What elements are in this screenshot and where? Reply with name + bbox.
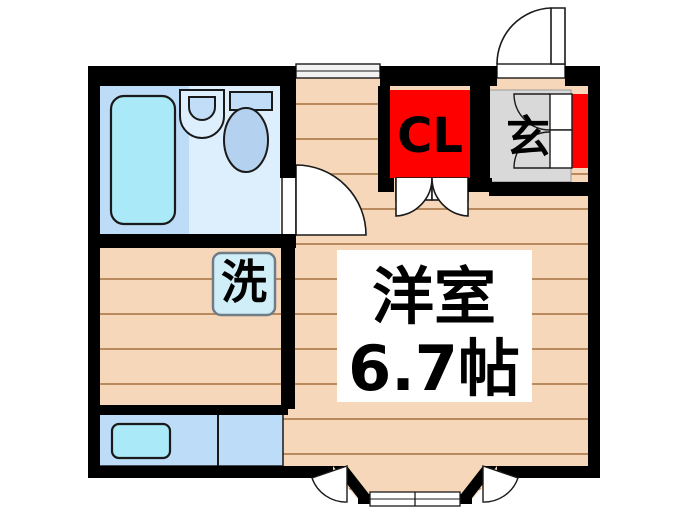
wall-bathroom-right-upper <box>280 66 296 178</box>
wall-left-outer <box>88 66 100 478</box>
wall-closet-bottom-right <box>468 178 492 192</box>
corridor-window-group <box>295 63 381 79</box>
closet-area <box>388 90 472 217</box>
main-room-label: 洋室 <box>372 260 496 333</box>
wall-closet-right <box>470 86 490 182</box>
genkan-label: 玄 <box>506 112 550 163</box>
wall-kitchen-top <box>88 405 288 415</box>
entrance-door-group <box>496 7 566 79</box>
wall-genkan-bottom <box>489 182 588 196</box>
bathroom-door-panel <box>281 176 297 236</box>
closet-label: CL <box>397 108 463 164</box>
wall-top-left <box>88 66 296 86</box>
bathroom-door-swing <box>295 164 367 236</box>
wall-closet-left <box>378 86 390 182</box>
wall-bottom-left <box>88 466 333 478</box>
main-room-label-box <box>337 250 532 402</box>
balcony-door-right-swing <box>482 465 519 503</box>
shoe-cabinet-door-upper-swing <box>513 93 551 131</box>
washer-space-box <box>211 251 277 317</box>
entrance-door-swing-arc <box>496 7 552 65</box>
main-room-label-group: 洋室 6.7帖 <box>337 250 532 405</box>
bathtub-icon <box>109 94 177 226</box>
closet-door-right-swing <box>431 177 469 217</box>
genkan-area <box>488 89 592 183</box>
closet-fill <box>388 90 472 178</box>
wall-closet-bottom-left <box>378 178 394 192</box>
entrance-door-threshold <box>496 63 566 79</box>
wall-corridor-divider <box>281 234 295 409</box>
toilet-bowl-icon <box>223 107 269 173</box>
washer-space-label: 洗 <box>221 255 267 309</box>
walls <box>88 66 600 478</box>
main-room-size-label: 6.7帖 <box>348 332 520 405</box>
toilet-tank-icon <box>229 91 273 111</box>
balcony-door-left-swing <box>311 465 348 503</box>
shoe-cabinet-door-lower-panel <box>549 129 573 169</box>
wall-bottom-right <box>497 466 600 478</box>
closet-door-left-swing <box>395 177 433 217</box>
kitchen-sink-icon <box>110 422 172 460</box>
shoe-cabinet-door-upper-panel <box>549 93 573 131</box>
entrance-door-panel <box>550 7 566 65</box>
washer-space-group: 洗 <box>211 251 277 317</box>
kitchen-area <box>97 413 284 467</box>
wall-genkan-right <box>588 86 600 196</box>
bathroom-area <box>100 86 280 234</box>
wash-basin-bowl-icon <box>188 96 216 121</box>
balcony-group <box>311 465 519 507</box>
shoe-cabinet-icon <box>572 94 592 168</box>
wall-top-mid <box>380 66 497 86</box>
wall-bathroom-bottom <box>88 234 296 248</box>
shoe-cabinet-door-lower-swing <box>513 131 551 169</box>
